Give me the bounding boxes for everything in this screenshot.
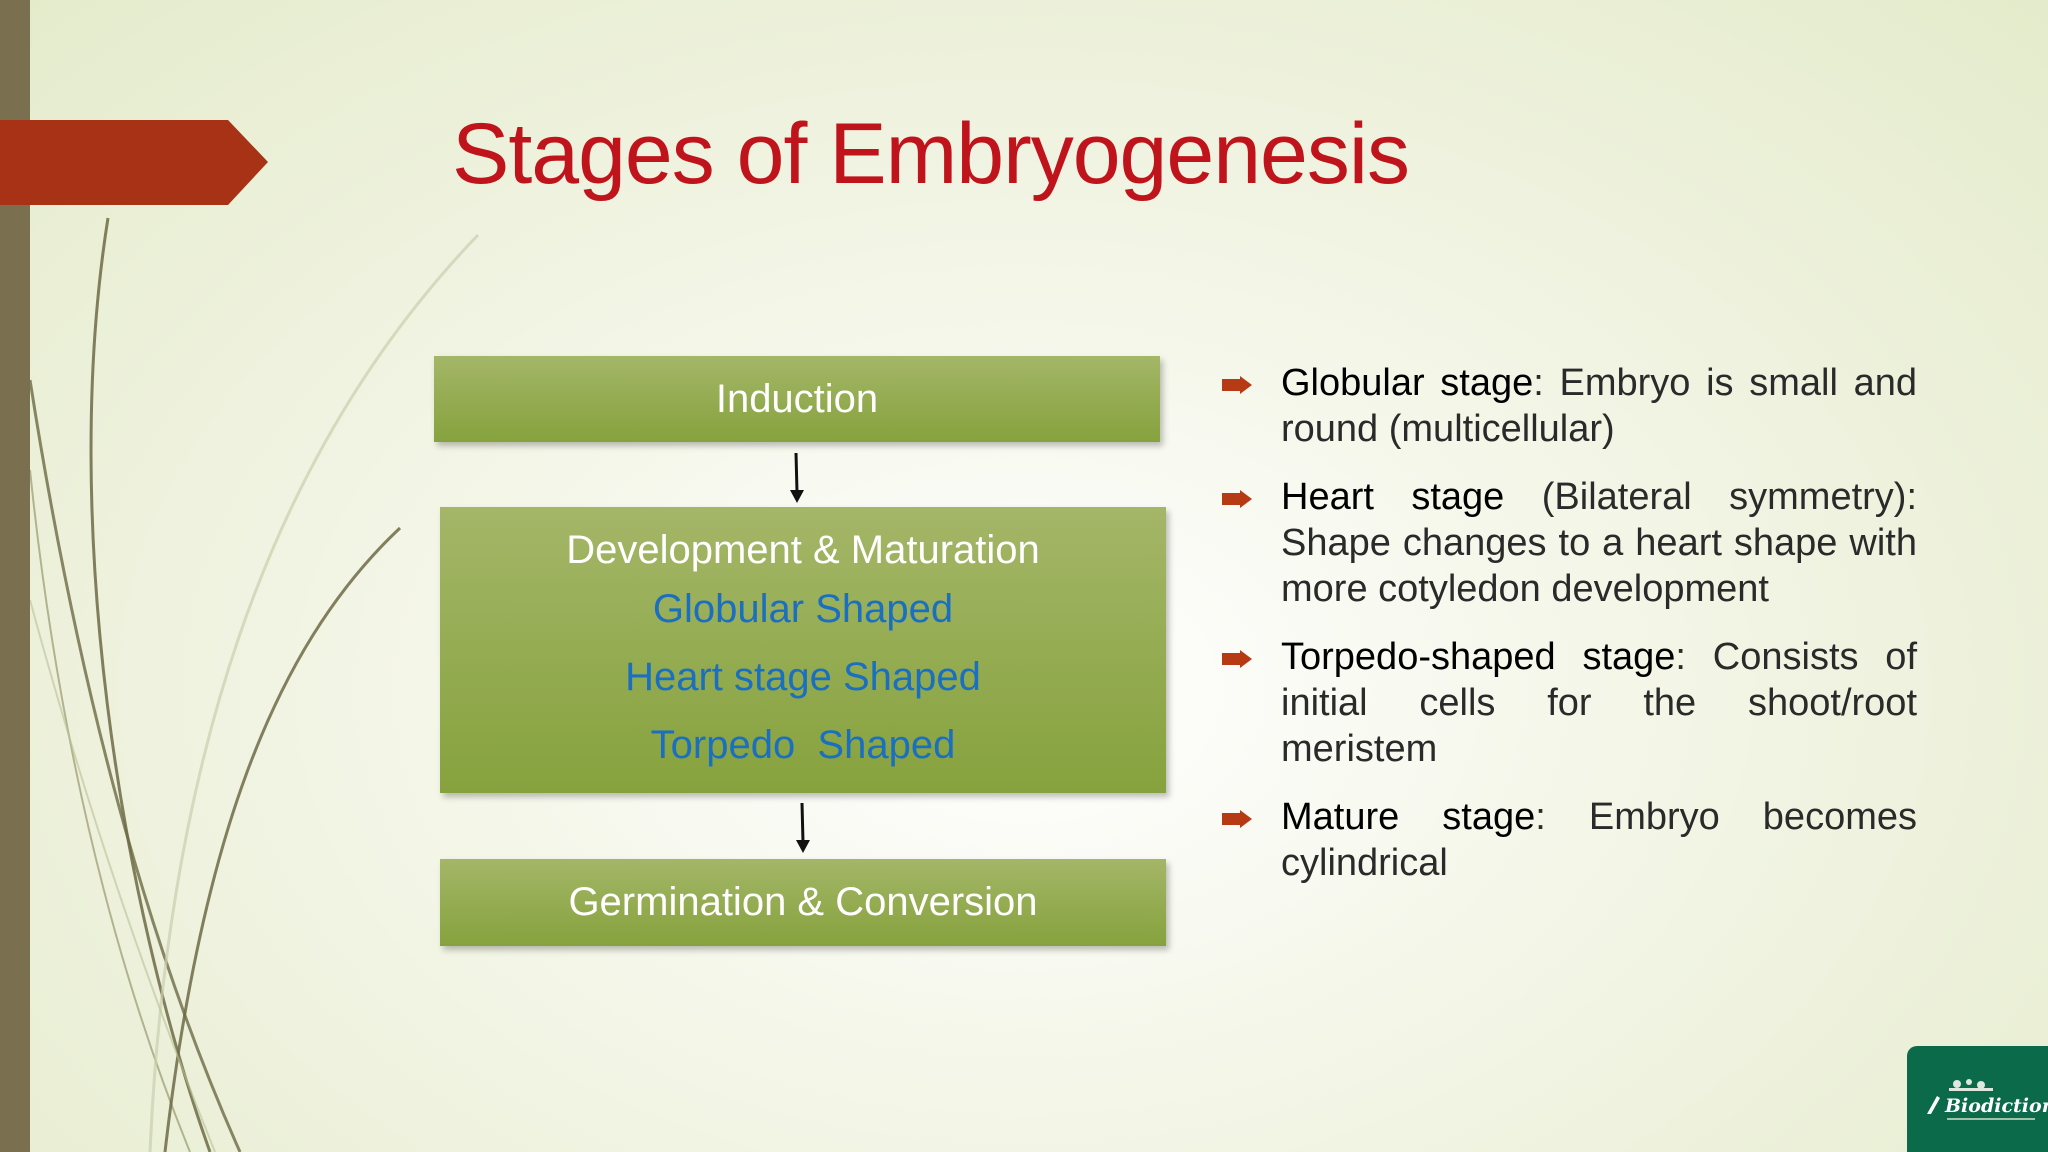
biodiction-logo: Biodiction <box>1907 1046 2048 1152</box>
arrow-induction-to-development <box>790 452 804 503</box>
bullet-text: Mature stage: Embryo becomes cylindrical <box>1281 794 1917 886</box>
leaf-mark-icon: Biodiction <box>1927 1079 2048 1120</box>
bullet-term: Torpedo-shaped stage <box>1281 636 1676 678</box>
bullet-arrow-icon <box>1222 490 1252 508</box>
bullet-description: : Embryo becomes cylindrical <box>1281 796 1917 884</box>
bullet-term: Mature stage <box>1281 796 1536 838</box>
development-heading: Development & Maturation <box>566 528 1040 572</box>
bullet-torpedo: Torpedo-shaped stage: Consists of initia… <box>1222 634 1917 772</box>
title-pentagon-arrow <box>0 120 268 205</box>
arrow-development-to-germination <box>796 802 810 853</box>
bullet-description: (Bilateral symmetry): Shape changes to a… <box>1281 476 1917 610</box>
bullet-arrow-icon <box>1222 376 1252 394</box>
bullet-description: : Embryo is small and round (multicellul… <box>1281 362 1917 450</box>
bullet-description: : Consists of initial cells for the shoo… <box>1281 636 1917 770</box>
bullet-globular: Globular stage: Embryo is small and roun… <box>1222 360 1917 452</box>
induction-box: Induction <box>434 356 1160 442</box>
bullet-heart: Heart stage (Bilateral symmetry): Shape … <box>1222 474 1917 612</box>
bullet-mature: Mature stage: Embryo becomes cylindrical <box>1222 794 1917 886</box>
bullet-term: Globular stage <box>1281 362 1534 404</box>
stage-torpedo: Torpedo Shaped <box>650 723 956 767</box>
bullet-text: Globular stage: Embryo is small and roun… <box>1281 360 1917 452</box>
stage-globular: Globular Shaped <box>652 587 954 631</box>
stage-bullet-list: Globular stage: Embryo is small and roun… <box>1222 360 1917 908</box>
bullet-term: Heart stage <box>1281 476 1505 518</box>
germination-box: Germination & Conversion <box>440 859 1166 946</box>
bullet-text: Torpedo-shaped stage: Consists of initia… <box>1281 634 1917 772</box>
logo-text: Biodiction <box>1944 1095 2048 1117</box>
bullet-arrow-icon <box>1222 650 1252 668</box>
stage-heart: Heart stage Shaped <box>625 655 981 699</box>
development-maturation-box: Development & Maturation Globular Shaped… <box>440 507 1166 793</box>
slide-title: Stages of Embryogenesis <box>452 106 1410 202</box>
bullet-text: Heart stage (Bilateral symmetry): Shape … <box>1281 474 1917 612</box>
bullet-arrow-icon <box>1222 810 1252 828</box>
